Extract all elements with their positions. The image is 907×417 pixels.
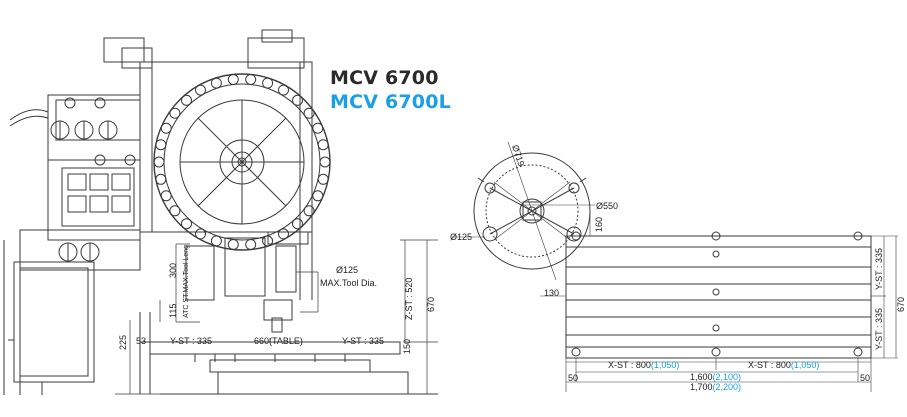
model-title-secondary: MCV 6700L [330,91,451,113]
tool-dia-label: MAX.Tool Dia. [320,278,377,288]
tool-pocket [245,239,257,250]
dim-670-table: 670 [896,297,906,312]
tool-pocket [195,228,206,240]
dim-130: 130 [544,288,559,298]
z-stroke-label: Z-ST : 520 [404,278,414,320]
tool-pocket [317,139,329,151]
y-stroke-right: Y-ST : 335 [342,336,384,346]
length-1600: 1,600(2,100) [690,372,741,382]
length-1600-long: (2,100) [713,372,742,382]
dim-225: 225 [118,335,128,350]
tool-pocket [210,235,222,247]
dia-550: Ø550 [596,201,618,211]
tool-pocket [227,239,239,250]
tool-pocket [278,228,289,240]
dim-160: 160 [594,217,604,232]
tool-pocket [153,156,165,168]
tool-pocket [278,84,289,96]
tool-pocket [169,107,181,119]
dim-150: 150 [402,339,412,354]
tool-pocket [319,156,331,168]
y-stroke-top: Y-ST : 335 [874,248,884,290]
tool-magazine-side [153,73,331,251]
length-1700: 1,700(2,200) [690,382,741,392]
x-stroke-right: X-ST : 800(1,050) [748,360,819,370]
tool-pocket [160,122,172,134]
y-stroke-bottom: Y-ST : 335 [874,308,884,350]
model-title-primary: MCV 6700 [330,67,439,89]
table-width: 660(TABLE) [254,336,303,346]
length-1700-long: (2,200) [713,382,742,392]
tool-pocket [160,190,172,202]
tool-pocket [292,218,303,230]
tool-pocket [210,77,222,89]
tool-pocket [181,94,192,106]
dim-670-side: 670 [426,297,436,312]
table-labels: X-ST : 800(1,050) X-ST : 800(1,050) 50 5… [568,248,906,392]
tool-pocket [303,107,315,119]
magazine-plan [452,141,595,300]
tool-pocket [155,173,167,185]
machine-body [3,29,438,395]
spindle-tool-length-label: ATC ST.MAX.Tool Leng. [183,243,190,318]
dim-53: 53 [136,336,146,346]
side-dimensions [115,239,438,395]
x-stroke-left: X-ST : 800(1,050) [608,360,679,370]
y-stroke-left: Y-ST : 335 [170,336,212,346]
x-stroke-left-long: (1,050) [651,360,680,370]
tool-pocket [262,235,274,247]
dim-50-left: 50 [568,373,578,383]
tool-pocket [227,74,239,85]
tool-pocket [312,122,324,134]
tool-pocket [169,205,181,217]
dim-300: 300 [168,263,178,278]
dim-115: 115 [168,304,178,318]
tool-pocket [292,94,303,106]
table-plan [565,231,898,392]
x-stroke-right-long: (1,050) [791,360,820,370]
tool-pocket [303,205,315,217]
tool-pocket [312,190,324,202]
tool-dia-value: Ø125 [336,265,358,275]
tool-pocket [155,139,167,151]
tool-pocket [317,173,329,185]
side-labels: 300 115 ATC ST.MAX.Tool Leng. Ø125 MAX.T… [118,243,436,354]
tool-pocket [181,218,192,230]
tool-pocket [262,77,274,89]
dim-50-right: 50 [860,373,870,383]
tool-pocket [245,74,257,85]
dia-125: Ø125 [450,232,472,242]
tool-pocket [195,84,206,96]
